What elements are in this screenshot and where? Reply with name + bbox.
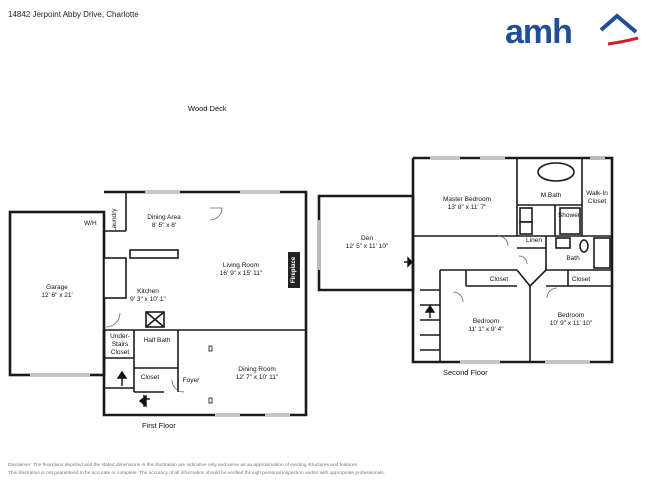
closet-b-label: Closet [571,276,591,283]
bath-label: Bath [566,255,580,262]
second-floor-outer-wall [411,156,614,364]
shower-label: Shower [557,212,581,219]
laundry-label: Laundry [111,208,118,233]
closet-a-label: Closet [489,276,509,283]
second-floor-title: Second Floor [443,368,488,377]
disclaimer-line-2: This illustration is not guaranteed to b… [8,471,385,476]
wh-label: W/H [84,220,97,227]
logo-wordmark: amh [505,13,573,51]
first-floor-closet-label: Closet [140,374,160,381]
amh-logo: amh [505,8,640,52]
master-bath-label: M.Bath [540,192,562,199]
wood-deck-label: Wood Deck [188,104,227,113]
fireplace: Fireplace [288,252,300,288]
disclaimer: Disclaimer: The floorplans depicted and … [8,462,628,478]
foyer-label: Foyer [182,377,200,384]
linen-label: Linen [526,237,542,244]
property-address: 14842 Jerpoint Abby Drive, Charlotte [8,10,139,19]
logo-roof-icon [599,13,639,46]
first-floor-title: First Floor [142,421,176,430]
disclaimer-line-1: Disclaimer: The floorplans depicted and … [8,463,359,468]
half-bath-label: Half Bath [143,337,171,344]
